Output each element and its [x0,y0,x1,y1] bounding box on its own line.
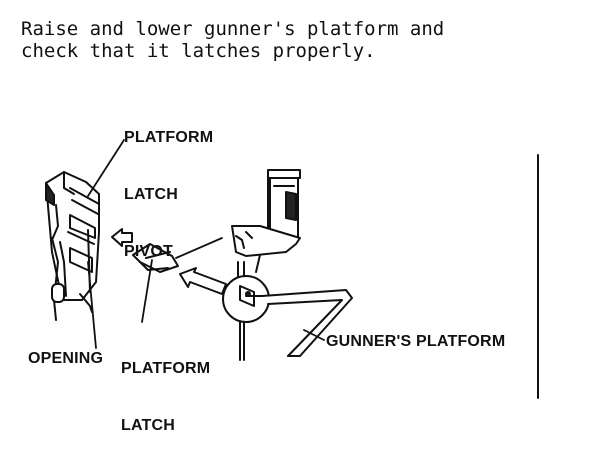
label-platform-latch-pivot: PLATFORM LATCH PIVOT [124,90,234,280]
opening-pointer-line [87,261,97,349]
gun-mount [231,169,301,361]
gunners-platform [261,289,353,357]
instruction-line-2: check that it latches properly. [21,40,376,62]
label-pivot-line-1: PLATFORM [124,129,214,146]
label-pivot-line-3: PIVOT [124,243,174,260]
instruction-line-1: Raise and lower gunner's platform and [21,18,445,40]
label-platform-latch: PLATFORM LATCH [121,321,210,454]
latch-bracket-detail [45,171,100,321]
instruction-text: Raise and lower gunner's platform and ch… [21,18,444,62]
hub-arrow [179,267,227,295]
latch-hub [222,275,270,323]
platform-latch-part [132,243,179,273]
label-latch-line-2: LATCH [121,417,176,434]
latch-leader-line [175,237,223,259]
gunner-pointer-line [303,329,325,341]
latch-pointer-line [141,259,153,323]
label-pivot-line-2: LATCH [124,186,179,203]
label-latch-line-1: PLATFORM [121,360,211,377]
pivot-pointer-line [87,139,125,197]
label-opening: OPENING [28,350,104,367]
label-gunners-platform: GUNNER'S PLATFORM [326,333,506,350]
detail-arrow-small [111,228,133,247]
